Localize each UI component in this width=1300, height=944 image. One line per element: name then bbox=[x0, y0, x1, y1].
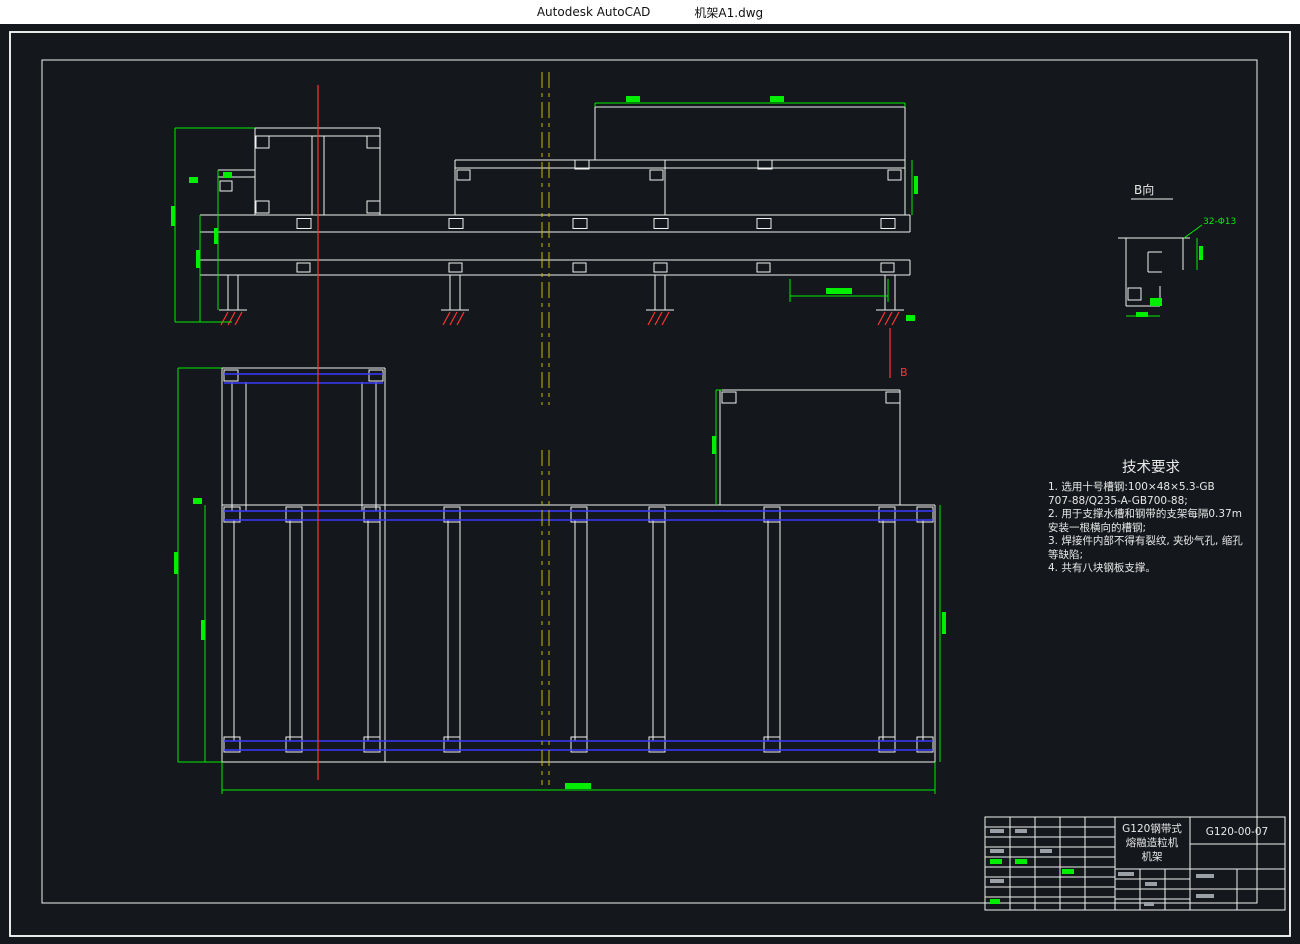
tech-requirements-note: 技术要求 1. 选用十号槽钢:100×48×5.3-GB 707-88/Q235… bbox=[1048, 459, 1243, 574]
hole-callout-label: 32-Φ13 bbox=[1203, 217, 1236, 227]
elevation-view[interactable] bbox=[171, 96, 918, 325]
product-name-line-1: G120钢带式 bbox=[1122, 822, 1182, 835]
tech-req-title: 技术要求 bbox=[1122, 459, 1180, 476]
cad-drawing[interactable]: B B向 32-Φ13 技术要求 1. 选用十号槽钢:100×48×5.3-GB… bbox=[0, 24, 1300, 944]
product-name-line-2: 熔融造粒机 bbox=[1126, 836, 1179, 849]
tech-req-line: 3. 焊接件内部不得有裂纹, 夹砂气孔, 缩孔 bbox=[1048, 534, 1243, 547]
yellow-centerlines bbox=[542, 72, 549, 785]
drawing-number: G120-00-07 bbox=[1206, 826, 1268, 838]
title-block: G120钢带式 熔融造粒机 机架 G120-00-07 bbox=[985, 817, 1285, 910]
tech-req-line: 等缺陷; bbox=[1048, 548, 1083, 561]
document-title: 机架A1.dwg bbox=[694, 4, 763, 21]
window-titlebar[interactable]: Autodesk AutoCAD 机架A1.dwg bbox=[0, 0, 1300, 24]
tech-req-line: 707-88/Q235-A-GB700-88; bbox=[1048, 495, 1188, 507]
red-centerlines: B bbox=[318, 85, 908, 780]
section-letter-label: B bbox=[900, 366, 908, 379]
cad-canvas-area[interactable]: B B向 32-Φ13 技术要求 1. 选用十号槽钢:100×48×5.3-GB… bbox=[0, 24, 1300, 944]
tech-req-line: 安装一根横向的槽钢; bbox=[1048, 521, 1146, 534]
tech-req-line: 4. 共有八块钢板支撑。 bbox=[1048, 561, 1156, 574]
detail-view-b[interactable]: B向 32-Φ13 bbox=[1118, 182, 1236, 317]
detail-b-label: B向 bbox=[1134, 182, 1154, 197]
plan-view[interactable] bbox=[174, 368, 946, 794]
product-name-line-3: 机架 bbox=[1142, 850, 1164, 863]
app-title: Autodesk AutoCAD bbox=[537, 5, 651, 19]
tech-req-line: 2. 用于支撑水槽和钢带的支架每隔0.37m bbox=[1048, 507, 1242, 520]
tech-req-line: 1. 选用十号槽钢:100×48×5.3-GB bbox=[1048, 480, 1215, 493]
